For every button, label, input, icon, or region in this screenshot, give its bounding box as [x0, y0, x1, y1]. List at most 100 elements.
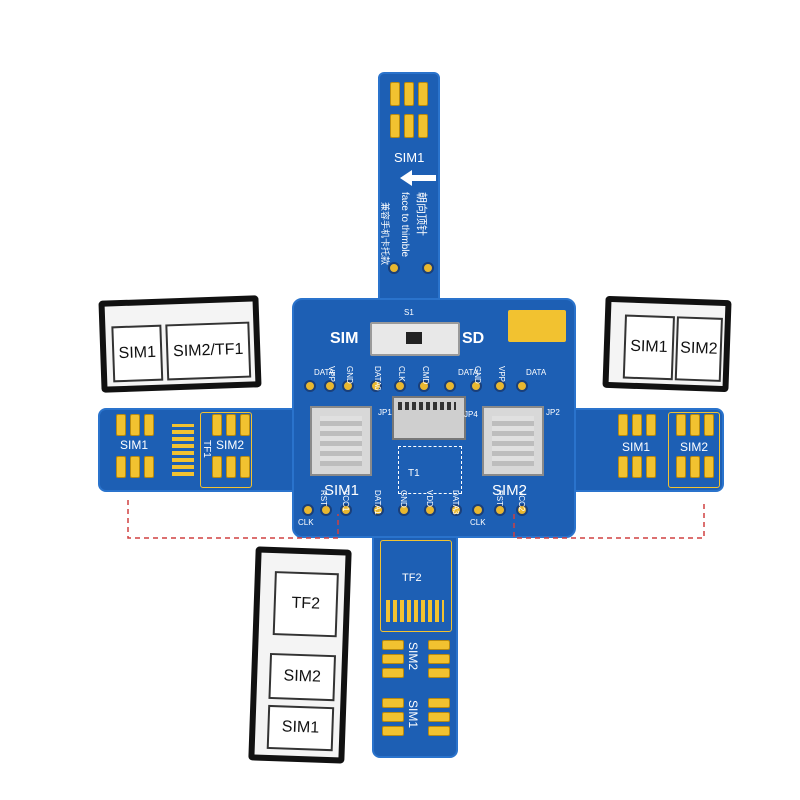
- right-tray: SIM1 SIM2: [602, 295, 732, 393]
- contact-pad: [226, 414, 236, 436]
- gold-pad: [508, 310, 566, 342]
- via: [302, 504, 314, 516]
- via: [320, 504, 332, 516]
- switch-knob[interactable]: [406, 332, 422, 344]
- contact-pad: [226, 456, 236, 478]
- contact-pad: [382, 726, 404, 736]
- contact-pad: [116, 414, 126, 436]
- contact-pad: [404, 82, 414, 106]
- contact-pad: [382, 640, 404, 650]
- contact-pad: [382, 668, 404, 678]
- contact-pad: [212, 456, 222, 478]
- bottom-tray: TF2 SIM2 SIM1: [248, 546, 352, 764]
- mode-switch[interactable]: [370, 322, 460, 356]
- sim2-outline: [200, 412, 252, 488]
- contact-pad: [428, 726, 450, 736]
- jp2-label: JP2: [546, 408, 560, 417]
- via: [494, 380, 506, 392]
- contact-pad: [144, 414, 154, 436]
- via: [516, 380, 528, 392]
- switch-ref: S1: [404, 308, 414, 317]
- arrow-left-icon: [400, 170, 436, 191]
- contact-pad: [418, 82, 428, 106]
- contact-pad: [428, 668, 450, 678]
- contact-pad: [632, 414, 642, 436]
- jp1-label: JP1: [378, 408, 392, 417]
- sim1-label: SIM1: [324, 482, 360, 499]
- left-tab-sim2-label: SIM2: [216, 438, 245, 452]
- holder-spring: [320, 416, 362, 466]
- right-tab-sim1-label: SIM1: [622, 440, 651, 454]
- contact-pad: [382, 712, 404, 722]
- contact-pad: [676, 456, 686, 478]
- contact-pad: [212, 414, 222, 436]
- via: [470, 380, 482, 392]
- via: [304, 380, 316, 392]
- contact-pad: [116, 456, 126, 478]
- contact-pad: [690, 456, 700, 478]
- contact-pad: [240, 456, 250, 478]
- tf1-contacts: [172, 424, 194, 476]
- contact-pad: [390, 114, 400, 138]
- tf-outline: [398, 446, 462, 494]
- left-tab-sim1-label: SIM1: [120, 438, 149, 452]
- pin-label: DATA: [458, 368, 479, 377]
- pin-label: CLK: [298, 518, 314, 527]
- tf2-contacts: [386, 600, 444, 622]
- switch-left-label: SIM: [330, 330, 359, 347]
- bottom-tray-slot-1: TF2: [272, 571, 339, 638]
- via: [324, 380, 336, 392]
- bottom-tray-slot-3: SIM1: [266, 704, 335, 752]
- via: [342, 380, 354, 392]
- right-tray-slot-1: SIM1: [622, 314, 675, 381]
- sim1-holder[interactable]: [310, 406, 372, 476]
- contact-pad: [632, 456, 642, 478]
- sim2-holder[interactable]: [482, 406, 544, 476]
- contact-pad: [144, 456, 154, 478]
- sim2-outline: [668, 412, 720, 488]
- contact-pad: [428, 712, 450, 722]
- contact-pad: [130, 456, 140, 478]
- contact-pad: [646, 414, 656, 436]
- via: [372, 504, 384, 516]
- contact-pad: [418, 114, 428, 138]
- left-tray-slot-1: SIM1: [111, 324, 164, 383]
- via: [418, 380, 430, 392]
- jp4-label: JP4: [464, 410, 478, 419]
- via: [340, 504, 352, 516]
- pin-label: CLK: [470, 518, 486, 527]
- contact-pad: [240, 414, 250, 436]
- contact-pad: [618, 456, 628, 478]
- top-tab-label: SIM1: [394, 150, 425, 165]
- contact-pad: [690, 414, 700, 436]
- via: [450, 504, 462, 516]
- left-tray-slot-2: SIM2/TF1: [165, 321, 252, 381]
- left-tab: SIM1 TF1 SIM2: [98, 408, 308, 492]
- pin-label: DATA: [314, 368, 335, 377]
- via: [424, 504, 436, 516]
- contact-pad: [646, 456, 656, 478]
- center-board: S1 SIM SD DATA VPP GND DATA0 CLK CMD DAT…: [292, 298, 576, 538]
- tf-pins: [398, 402, 456, 410]
- contact-pad: [618, 414, 628, 436]
- pin-label: DATA: [526, 368, 547, 377]
- via: [472, 504, 484, 516]
- left-tray: SIM1 SIM2/TF1: [98, 295, 262, 393]
- tf-holder[interactable]: [392, 396, 466, 440]
- tf2-outline: [380, 540, 452, 632]
- contact-pad: [428, 654, 450, 664]
- bottom-tab: TF2 SIM2 SIM1: [372, 518, 458, 758]
- contact-pad: [704, 456, 714, 478]
- contact-pad: [428, 640, 450, 650]
- right-tray-slot-2: SIM2: [674, 316, 723, 382]
- contact-pad: [428, 698, 450, 708]
- via: [394, 380, 406, 392]
- right-tab-sim2-label: SIM2: [680, 440, 709, 454]
- contact-pad: [390, 82, 400, 106]
- contact-pad: [382, 654, 404, 664]
- contact-pad: [404, 114, 414, 138]
- via: [388, 262, 400, 274]
- t1-label: T1: [408, 468, 420, 479]
- holder-spring: [492, 416, 534, 466]
